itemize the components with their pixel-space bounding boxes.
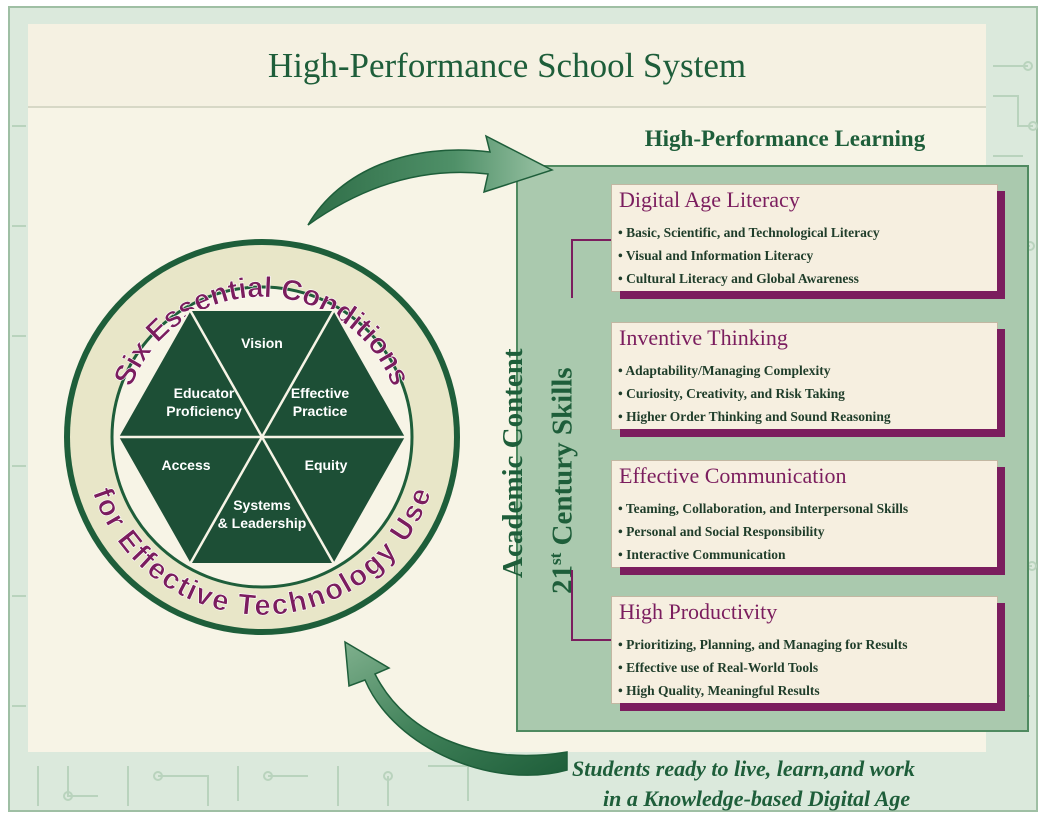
- top-curved-arrow: [307, 134, 554, 226]
- segment-systems-line2: & Leadership: [218, 515, 307, 531]
- box-shadow-bottom: [620, 429, 1005, 437]
- skill-item: • Effective use of Real-World Tools: [618, 660, 819, 675]
- outcome-line-1: Students ready to live, learn,and work: [572, 756, 915, 781]
- learning-heading: High-Performance Learning: [644, 126, 926, 151]
- academic-content-label: Academic Content: [497, 348, 530, 578]
- bottom-curved-arrow: [344, 640, 568, 776]
- skill-item: • Personal and Social Responsibility: [618, 524, 825, 539]
- page-title: High-Performance School System: [267, 46, 747, 85]
- box-shadow-right: [997, 191, 1005, 299]
- skill-item: • Teaming, Collaboration, and Interperso…: [618, 501, 909, 516]
- segment-equity: Equity: [305, 457, 348, 473]
- skill-item: • Visual and Information Literacy: [618, 248, 814, 263]
- segment-vision: Vision: [241, 335, 283, 351]
- six-essential-conditions-ring: Six Essential Conditions for Effective T…: [64, 239, 460, 635]
- skill-item: • Basic, Scientific, and Technological L…: [618, 225, 880, 240]
- skills-bracket: [571, 239, 612, 641]
- skill-heading: High Productivity: [619, 599, 778, 624]
- skill-item: • Interactive Communication: [618, 547, 786, 562]
- segment-educator-line1: Educator: [174, 385, 235, 401]
- skill-item: • Cultural Literacy and Global Awareness: [618, 271, 859, 286]
- skill-box-effective-communication: Effective Communication • Teaming, Colla…: [611, 460, 1005, 575]
- title-bar: [28, 24, 986, 108]
- skill-item: • Curiosity, Creativity, and Risk Taking: [618, 386, 845, 401]
- segment-systems-line1: Systems: [233, 497, 291, 513]
- box-shadow-bottom: [620, 291, 1005, 299]
- segment-access: Access: [161, 457, 210, 473]
- box-shadow-right: [997, 467, 1005, 575]
- skill-heading: Effective Communication: [619, 463, 847, 488]
- skill-box-digital-age-literacy: Digital Age Literacy • Basic, Scientific…: [611, 184, 1005, 299]
- hexagon-dividers: [118, 309, 406, 565]
- box-shadow-bottom: [620, 567, 1005, 575]
- skill-box-inventive-thinking: Inventive Thinking • Adaptability/Managi…: [611, 322, 1005, 437]
- skill-heading: Inventive Thinking: [619, 325, 788, 350]
- skill-item: • Prioritizing, Planning, and Managing f…: [618, 637, 908, 652]
- box-shadow-right: [997, 329, 1005, 437]
- segment-effective-practice-line2: Practice: [293, 403, 348, 419]
- segment-educator-line2: Proficiency: [166, 403, 242, 419]
- skill-box-high-productivity: High Productivity • Prioritizing, Planni…: [611, 596, 1005, 711]
- segment-effective-practice-line1: Effective: [291, 385, 350, 401]
- skill-heading: Digital Age Literacy: [619, 187, 800, 212]
- outcome-line-2: in a Knowledge-based Digital Age: [603, 786, 911, 811]
- academic-content-text: Academic Content: [497, 348, 529, 578]
- skill-item: • High Quality, Meaningful Results: [618, 683, 820, 698]
- skill-item: • Adaptability/Managing Complexity: [618, 363, 831, 378]
- box-shadow-bottom: [620, 703, 1005, 711]
- skill-item: • Higher Order Thinking and Sound Reason…: [618, 409, 891, 424]
- box-shadow-right: [997, 603, 1005, 711]
